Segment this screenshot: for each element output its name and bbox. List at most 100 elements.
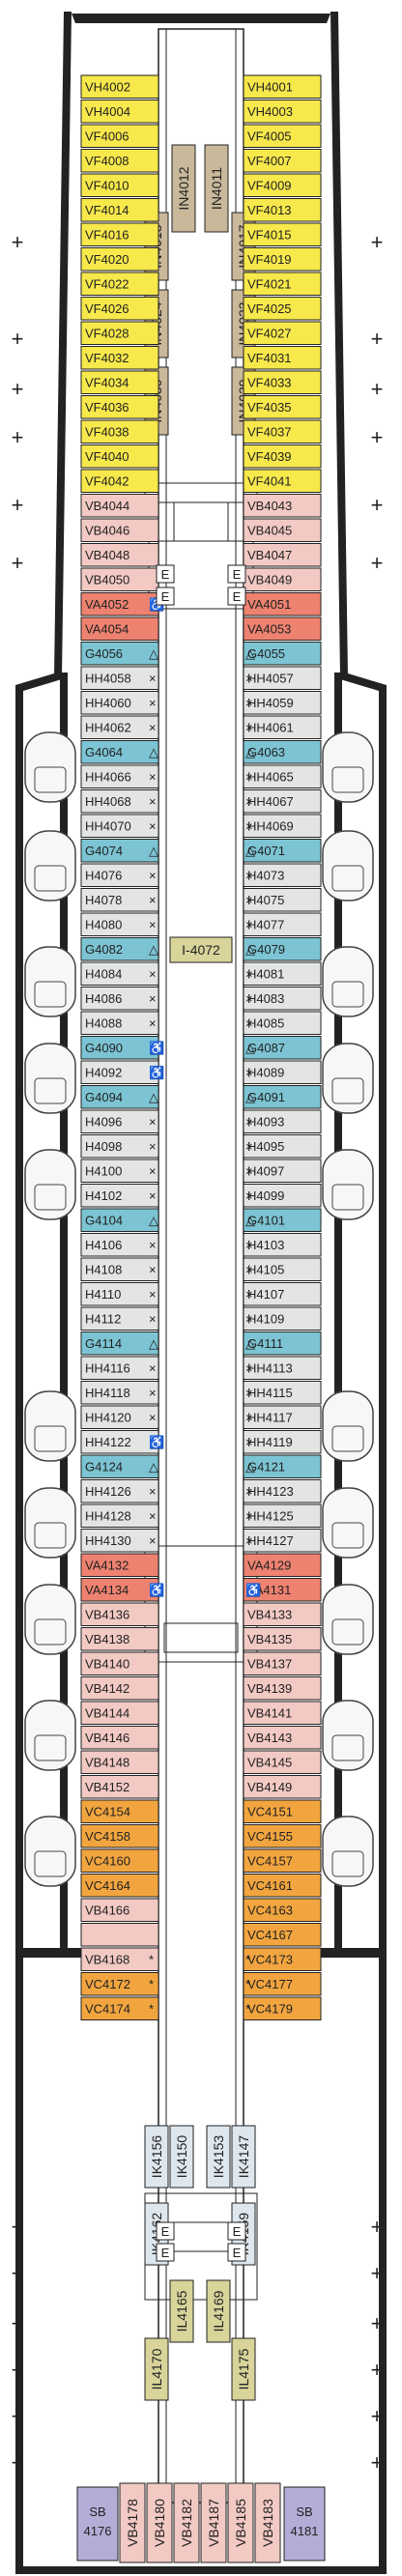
cabin[interactable]: G4124△: [80, 1454, 159, 1478]
cabin[interactable]: VC4160: [80, 1848, 159, 1873]
inner-cabin[interactable]: IL4170: [144, 2337, 169, 2401]
cabin[interactable]: G4055△: [243, 642, 322, 666]
cabin[interactable]: VA4129: [243, 1553, 322, 1577]
aft-cabin[interactable]: VB4182: [173, 2482, 200, 2563]
cabin[interactable]: VF4032: [80, 346, 159, 370]
cabin[interactable]: H4095×: [243, 1134, 322, 1159]
cabin[interactable]: VF4041: [243, 469, 322, 493]
cabin[interactable]: H4097×: [243, 1159, 322, 1183]
cabin[interactable]: VB4048: [80, 543, 159, 567]
cabin[interactable]: VC4172*: [80, 1972, 159, 1996]
cabin[interactable]: HH4060×: [80, 691, 159, 715]
cabin[interactable]: VB4138: [80, 1627, 159, 1651]
cabin[interactable]: H4093×: [243, 1109, 322, 1133]
inner-cabin[interactable]: IL4175: [231, 2337, 256, 2401]
cabin[interactable]: H4088×: [80, 1011, 159, 1035]
cabin[interactable]: VB4047: [243, 543, 322, 567]
inner-cabin[interactable]: IK4150: [169, 2125, 194, 2189]
cabin[interactable]: H4083×: [243, 987, 322, 1011]
inner-cabin[interactable]: IN4011: [204, 144, 229, 233]
cabin[interactable]: H4084×: [80, 961, 159, 986]
cabin[interactable]: VH4002: [80, 74, 159, 99]
cabin[interactable]: VF4020: [80, 247, 159, 272]
cabin[interactable]: VF4027: [243, 321, 322, 345]
cabin[interactable]: VC4158: [80, 1824, 159, 1848]
cabin[interactable]: G4074△: [80, 839, 159, 863]
cabin[interactable]: H4109×: [243, 1306, 322, 1331]
cabin[interactable]: HH4057×: [243, 666, 322, 690]
cabin[interactable]: VA4052♿: [80, 592, 164, 616]
cabin[interactable]: VF4033: [243, 370, 322, 394]
cabin[interactable]: H4112×: [80, 1306, 159, 1331]
cabin[interactable]: HH4069×: [243, 814, 322, 838]
cabin[interactable]: VF4031: [243, 346, 322, 370]
cabin[interactable]: VF4007: [243, 149, 322, 173]
cabin[interactable]: G4082△: [80, 937, 159, 961]
cabin[interactable]: VA4054: [80, 616, 159, 641]
cabin[interactable]: VC4161: [243, 1874, 322, 1898]
cabin[interactable]: H4100×: [80, 1159, 159, 1183]
cabin[interactable]: VA4132: [80, 1553, 159, 1577]
cabin[interactable]: VF4026: [80, 297, 159, 321]
aft-cabin[interactable]: VB4178: [119, 2482, 146, 2563]
cabin[interactable]: VA4134♿: [80, 1578, 164, 1602]
cabin[interactable]: H4080×: [80, 912, 159, 936]
cabin[interactable]: G4063△: [243, 740, 322, 764]
cabin[interactable]: H4105×: [243, 1257, 322, 1281]
cabin[interactable]: G4087△: [243, 1036, 322, 1060]
cabin[interactable]: H4110×: [80, 1282, 159, 1306]
cabin[interactable]: VB4140: [80, 1651, 159, 1675]
cabin[interactable]: H4078×: [80, 888, 159, 912]
inner-cabin[interactable]: IL4165: [169, 2279, 194, 2343]
cabin[interactable]: VB4136: [80, 1602, 159, 1626]
cabin[interactable]: VC4155: [243, 1824, 322, 1848]
cabin[interactable]: VB4046: [80, 518, 159, 542]
cabin[interactable]: HH4123×: [243, 1479, 322, 1503]
cabin[interactable]: H4073×: [243, 863, 322, 887]
cabin[interactable]: H4098×: [80, 1134, 159, 1159]
cabin[interactable]: VF4016: [80, 222, 159, 246]
cabin[interactable]: H4077×: [243, 912, 322, 936]
cabin[interactable]: VB4049: [243, 567, 322, 591]
cabin[interactable]: VF4025: [243, 297, 322, 321]
cabin[interactable]: VF4014: [80, 198, 159, 222]
cabin[interactable]: HH4119×: [243, 1430, 322, 1454]
cabin[interactable]: HH4066×: [80, 764, 159, 788]
cabin[interactable]: G4090♿: [80, 1036, 164, 1060]
cabin[interactable]: VB4146: [80, 1726, 159, 1750]
cabin[interactable]: VF4008: [80, 149, 159, 173]
cabin[interactable]: HH4118×: [80, 1381, 159, 1405]
cabin[interactable]: G4079△: [243, 937, 322, 961]
cabin[interactable]: HH4116×: [80, 1356, 159, 1380]
cabin[interactable]: H4075×: [243, 888, 322, 912]
cabin[interactable]: H4107×: [243, 1282, 322, 1306]
cabin[interactable]: H4096×: [80, 1109, 159, 1133]
cabin[interactable]: HH4117×: [243, 1405, 322, 1429]
cabin[interactable]: HH4113×: [243, 1356, 322, 1380]
cabin[interactable]: VC4154: [80, 1799, 159, 1823]
cabin[interactable]: VF4015: [243, 222, 322, 246]
cabin[interactable]: VC4151: [243, 1799, 322, 1823]
cabin[interactable]: VC4179*: [243, 1996, 322, 2020]
cabin[interactable]: VB4144: [80, 1701, 159, 1725]
cabin[interactable]: G4094△: [80, 1085, 159, 1109]
cabin[interactable]: VB4142: [80, 1676, 159, 1701]
cabin[interactable]: VC4167: [243, 1923, 322, 1947]
cabin[interactable]: G4104△: [80, 1208, 159, 1232]
cabin[interactable]: [80, 1923, 159, 1947]
cabin[interactable]: VF4035: [243, 395, 322, 419]
cabin[interactable]: H4103×: [243, 1233, 322, 1257]
aft-cabin[interactable]: VB4185: [227, 2482, 254, 2563]
cabin[interactable]: VF4042: [80, 469, 159, 493]
cabin[interactable]: VA4051: [243, 592, 322, 616]
cabin[interactable]: HH4115×: [243, 1381, 322, 1405]
inner-cabin[interactable]: I-4072: [169, 936, 233, 963]
cabin[interactable]: VB4050: [80, 567, 159, 591]
inner-cabin[interactable]: IK4156: [144, 2125, 169, 2189]
cabin[interactable]: VF4028: [80, 321, 159, 345]
cabin[interactable]: HH4128×: [80, 1503, 159, 1528]
cabin[interactable]: VH4001: [243, 74, 322, 99]
inner-cabin[interactable]: IN4012: [171, 144, 196, 233]
cabin[interactable]: VF4006: [80, 124, 159, 148]
cabin[interactable]: VB4141: [243, 1701, 322, 1725]
